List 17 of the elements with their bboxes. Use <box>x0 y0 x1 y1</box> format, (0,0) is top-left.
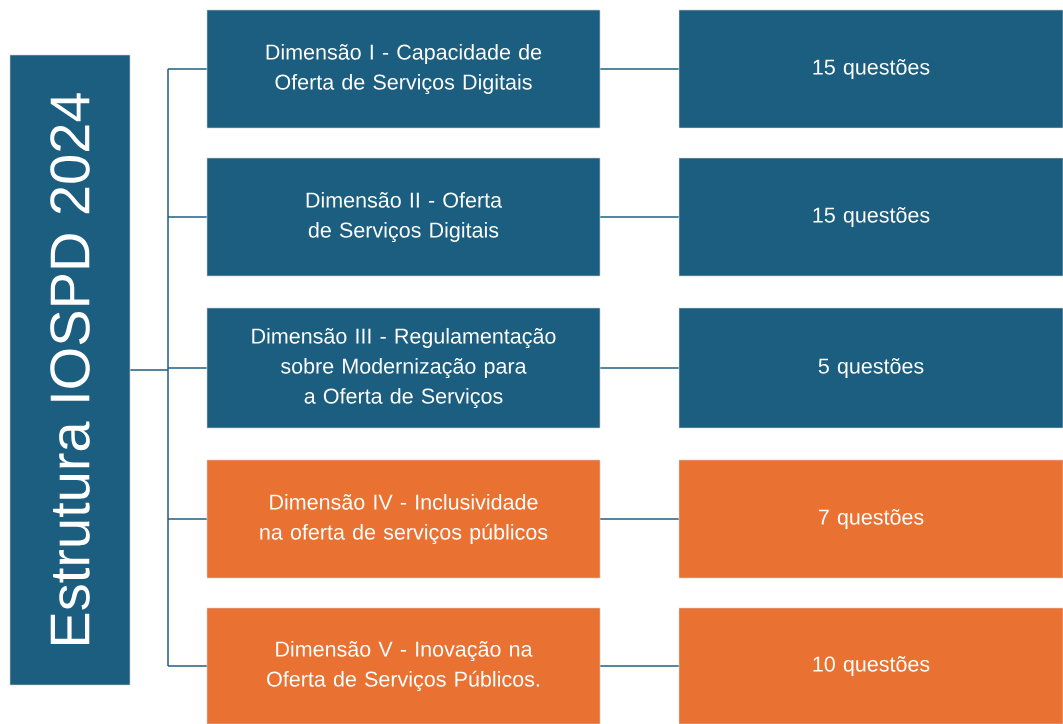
question-count-box: 7 questões <box>678 459 1063 579</box>
question-count-box: 15 questões <box>678 9 1063 129</box>
dimension-box: Dimensão III - Regulamentação sobre Modernização para a Oferta de Serviços <box>206 307 601 429</box>
dimension-box: Dimensão IV - Inclusividade na oferta de serviços públicos <box>206 459 601 579</box>
question-count-box: 10 questões <box>678 607 1063 724</box>
question-count-box: 5 questões <box>678 307 1063 429</box>
connector-line <box>599 665 680 667</box>
connector-line <box>599 216 680 218</box>
connector-line <box>599 68 680 70</box>
title-box: Estrutura IOSPD 2024 <box>9 54 131 686</box>
dimension-box: Dimensão V - Inovação na Oferta de Serviços Públicos. <box>206 607 601 724</box>
connector-line <box>599 367 680 369</box>
dimension-box: Dimensão I - Capacidade de Oferta de Serviços Digitais <box>206 9 601 129</box>
connector-line <box>599 518 680 520</box>
tree-connector <box>129 68 208 667</box>
question-count-box: 15 questões <box>678 157 1063 277</box>
dimension-box: Dimensão II - Oferta de Serviços Digitais <box>206 157 601 277</box>
